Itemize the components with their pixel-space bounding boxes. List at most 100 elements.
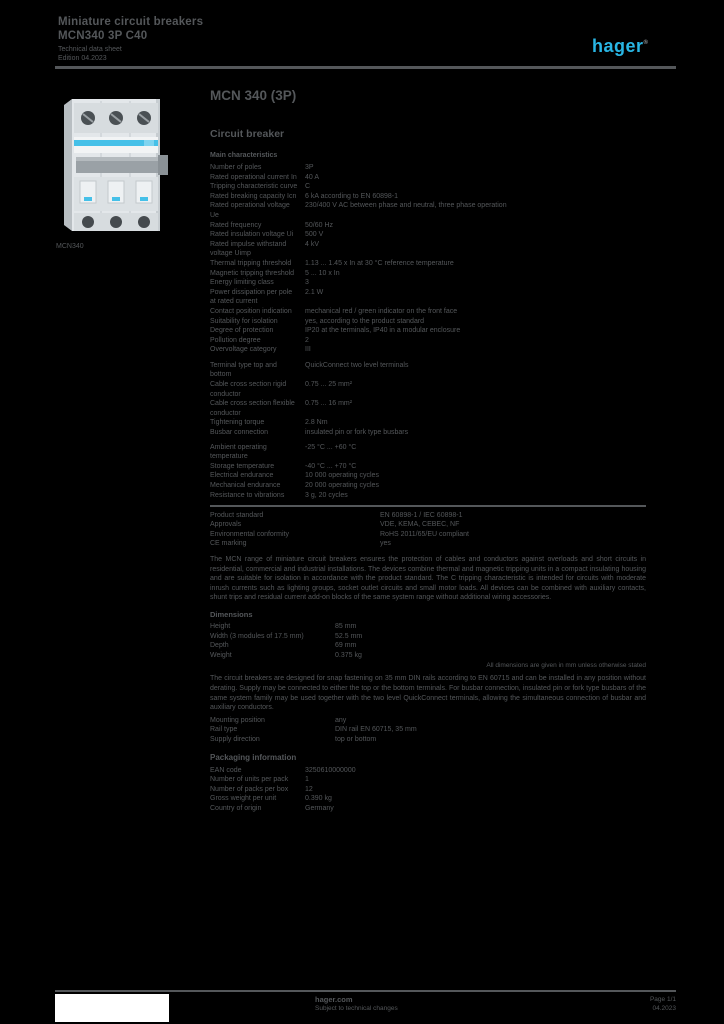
spec-value: 50/60 Hz bbox=[305, 221, 334, 229]
spec-value: EN 60898-1 / IEC 60898-1 bbox=[380, 511, 463, 519]
spec-label: Contact position indication bbox=[210, 307, 292, 315]
registered-trademark-icon: ® bbox=[643, 40, 649, 46]
spec-value: 3250610000000 bbox=[305, 766, 356, 774]
spec-label: Magnetic tripping threshold bbox=[210, 269, 295, 277]
spec-label: Thermal tripping threshold bbox=[210, 259, 292, 267]
spec-label: Approvals bbox=[210, 521, 242, 529]
spec-row: Power dissipation per pole at rated curr… bbox=[210, 288, 646, 307]
spec-row: Product standard EN 60898-1 / IEC 60898-1 bbox=[210, 511, 646, 521]
spec-label: Rated impulse withstand voltage Uimp bbox=[210, 240, 287, 258]
spec-label: Degree of protection bbox=[210, 327, 274, 335]
spec-label: Rated operational current In bbox=[210, 173, 297, 181]
header-block: Miniature circuit breakers MCN340 3P C40… bbox=[58, 16, 288, 63]
spec-row: Approvals VDE, KEMA, CEBEC, NF bbox=[210, 520, 646, 530]
spec-label: Suitability for isolation bbox=[210, 317, 278, 325]
spec-label: Rated frequency bbox=[210, 221, 262, 229]
spec-label: Product standard bbox=[210, 511, 264, 519]
spec-label: Tripping characteristic curve bbox=[210, 183, 298, 191]
footer-website: hager.com bbox=[315, 995, 353, 1004]
spec-value: 0.75 ... 25 mm² bbox=[305, 381, 353, 389]
spec-row: Ambient operating temperature-25 °C ... … bbox=[210, 443, 646, 462]
spec-value: 2 bbox=[305, 336, 309, 344]
spec-row: Overvoltage category III bbox=[210, 345, 646, 355]
spec-value: 85 mm bbox=[335, 623, 357, 631]
footer-divider bbox=[55, 990, 676, 992]
spec-row: Tightening torque 2.8 Nm bbox=[210, 418, 646, 428]
spec-label: Tightening torque bbox=[210, 419, 265, 427]
spec-value: 2.8 Nm bbox=[305, 419, 328, 427]
characteristics-table: Number of poles 3P Rated operational curre… bbox=[210, 163, 646, 355]
dimensions-heading: Dimensions bbox=[210, 610, 253, 620]
standards-table: Product standard EN 60898-1 / IEC 60898-1… bbox=[210, 511, 646, 549]
spec-label: Width (3 modules of 17.5 mm) bbox=[210, 632, 304, 640]
spec-value: yes bbox=[380, 540, 391, 548]
footer-date: 04.2023 bbox=[652, 1004, 677, 1012]
spec-label: Terminal type top and bottom bbox=[210, 361, 277, 379]
spec-value: VDE, KEMA, CEBEC, NF bbox=[380, 521, 460, 529]
spec-label: Height bbox=[210, 623, 231, 631]
product-photo bbox=[58, 93, 175, 238]
spec-label: Electrical endurance bbox=[210, 472, 274, 480]
spec-value: C bbox=[305, 183, 311, 191]
spec-row: Tripping characteristic curve C bbox=[210, 182, 646, 192]
spec-value: 6 kA according to EN 60898-1 bbox=[305, 192, 399, 200]
document-title-line1: Miniature circuit breakers bbox=[58, 16, 204, 28]
spec-value: 0.375 kg bbox=[335, 651, 362, 659]
spec-value: yes, according to the product standard bbox=[305, 317, 425, 325]
spec-label: CE marking bbox=[210, 540, 247, 548]
spec-label: Energy limiting class bbox=[210, 279, 274, 287]
document-subtitle-line2: Edition 04.2023 bbox=[58, 54, 107, 62]
spec-value: 3 bbox=[305, 279, 309, 287]
spec-row: Rated breaking capacity Icn 6 kA accordin… bbox=[210, 192, 646, 202]
spec-value: mechanical red / green indicator on the … bbox=[305, 307, 458, 315]
spec-value: DIN rail EN 60715, 35 mm bbox=[335, 726, 417, 734]
section-main-characteristics-label: Main characteristics bbox=[210, 152, 278, 159]
header-divider bbox=[55, 66, 676, 69]
spec-value: 12 bbox=[305, 785, 313, 793]
spec-value: 1.13 ... 1.45 x In at 30 °C reference te… bbox=[305, 259, 454, 267]
document-subtitle-line1: Technical data sheet bbox=[58, 46, 122, 53]
footer-disclaimer: Subject to technical changes bbox=[315, 1004, 398, 1012]
packaging-heading: Packaging information bbox=[210, 752, 297, 762]
spec-label: Rated insulation voltage Ui bbox=[210, 231, 294, 239]
spec-row: Number of poles 3P bbox=[210, 163, 646, 173]
spec-label: Rated operational voltage Ue bbox=[210, 202, 290, 219]
spec-label: Overvoltage category bbox=[210, 346, 277, 354]
spec-label: Resistance to vibrations bbox=[210, 491, 285, 499]
spec-value: III bbox=[305, 346, 311, 354]
spec-row: Suitability for isolation yes, according … bbox=[210, 317, 646, 327]
spec-value: 3P bbox=[305, 164, 314, 171]
spec-label: Mechanical endurance bbox=[210, 482, 281, 489]
hager-logo-text: hager bbox=[592, 36, 644, 56]
spec-value: 0.390 kg bbox=[305, 795, 332, 803]
spec-label: EAN code bbox=[210, 766, 242, 774]
spec-label: Mounting position bbox=[210, 716, 265, 724]
spec-row: Rated frequency 50/60 Hz bbox=[210, 221, 646, 231]
spec-label: Number of poles bbox=[210, 164, 262, 171]
spec-label: Rated breaking capacity Icn bbox=[210, 192, 297, 200]
dimensions-note: All dimensions are given in mm unless ot… bbox=[486, 662, 646, 670]
spec-row: Width (3 modules of 17.5 mm)52.5 mm bbox=[210, 632, 646, 642]
environment-table: Ambient operating temperature-25 °C ... … bbox=[210, 443, 646, 501]
